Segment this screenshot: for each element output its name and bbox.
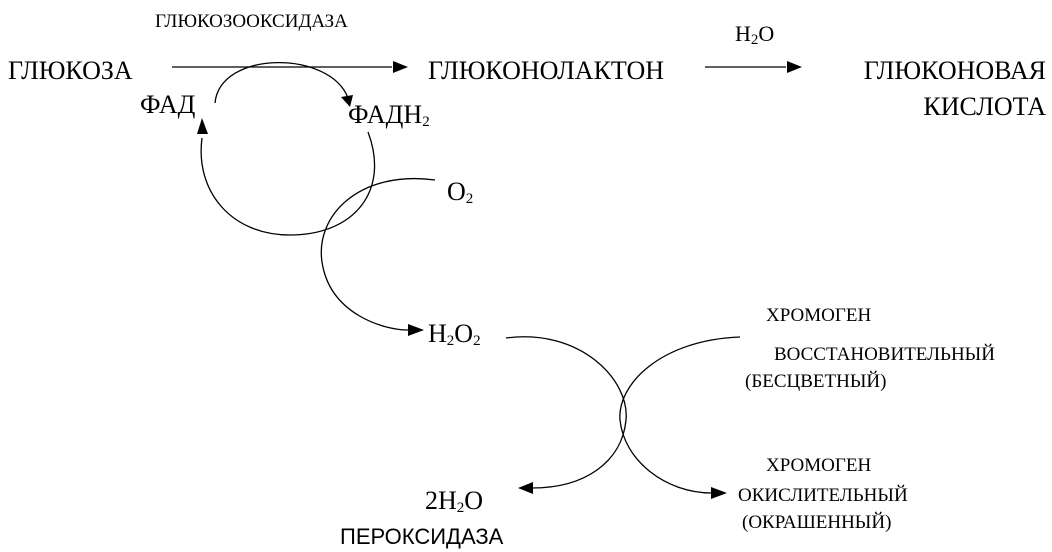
glucose-label: ГЛЮКОЗА [8, 56, 133, 85]
fad-to-fadh2-arc [214, 62, 349, 104]
fad-arrow-head [197, 118, 208, 134]
gluconic-acid-line1: ГЛЮКОНОВАЯ [864, 56, 1046, 85]
fadh2-regeneration-loop [200, 131, 376, 236]
glucose-arrow-head [393, 61, 408, 73]
chromogen-oxidized-line3: (ОКРАШЕННЫЙ) [742, 512, 891, 533]
chromogen-reduced-line2: ВОССТАНОВИТЕЛЬНЫЙ [774, 344, 995, 365]
water-reagent-label: H2O [735, 21, 774, 48]
acid-arrow-head [787, 61, 802, 73]
oxygen-to-peroxide-curve [320, 178, 436, 331]
gluconic-acid-line2: КИСЛОТА [923, 92, 1046, 121]
chromogen-arrow-head [711, 487, 727, 499]
glucose-oxidase-label: ГЛЮКОЗООКСИДАЗА [155, 11, 348, 32]
gluconolactone-label: ГЛЮКОНОЛАКТОН [428, 56, 664, 85]
fadh2-label: ФАДН2 [348, 100, 430, 130]
chromogen-conversion-curve [619, 336, 741, 494]
chromogen-oxidized-line1: ХРОМОГЕН [766, 455, 871, 476]
peroxide-to-water-curve [505, 336, 627, 489]
water-product-label: 2H2O [425, 486, 483, 516]
peroxide-arrow-head [408, 324, 424, 336]
fad-label: ФАД [140, 90, 196, 119]
chromogen-reduced-line1: ХРОМОГЕН [766, 305, 871, 326]
peroxidase-label: ПЕРОКСИДАЗА [340, 524, 504, 549]
water-arrow-head [518, 482, 533, 494]
hydrogen-peroxide-label: H2O2 [428, 319, 481, 349]
chromogen-oxidized-line2: ОКИСЛИТЕЛЬНЫЙ [738, 485, 908, 506]
chromogen-reduced-line3: (БЕСЦВЕТНЫЙ) [745, 371, 886, 392]
fadh2-arrow-head [341, 95, 353, 107]
oxygen-label: O2 [447, 177, 473, 207]
